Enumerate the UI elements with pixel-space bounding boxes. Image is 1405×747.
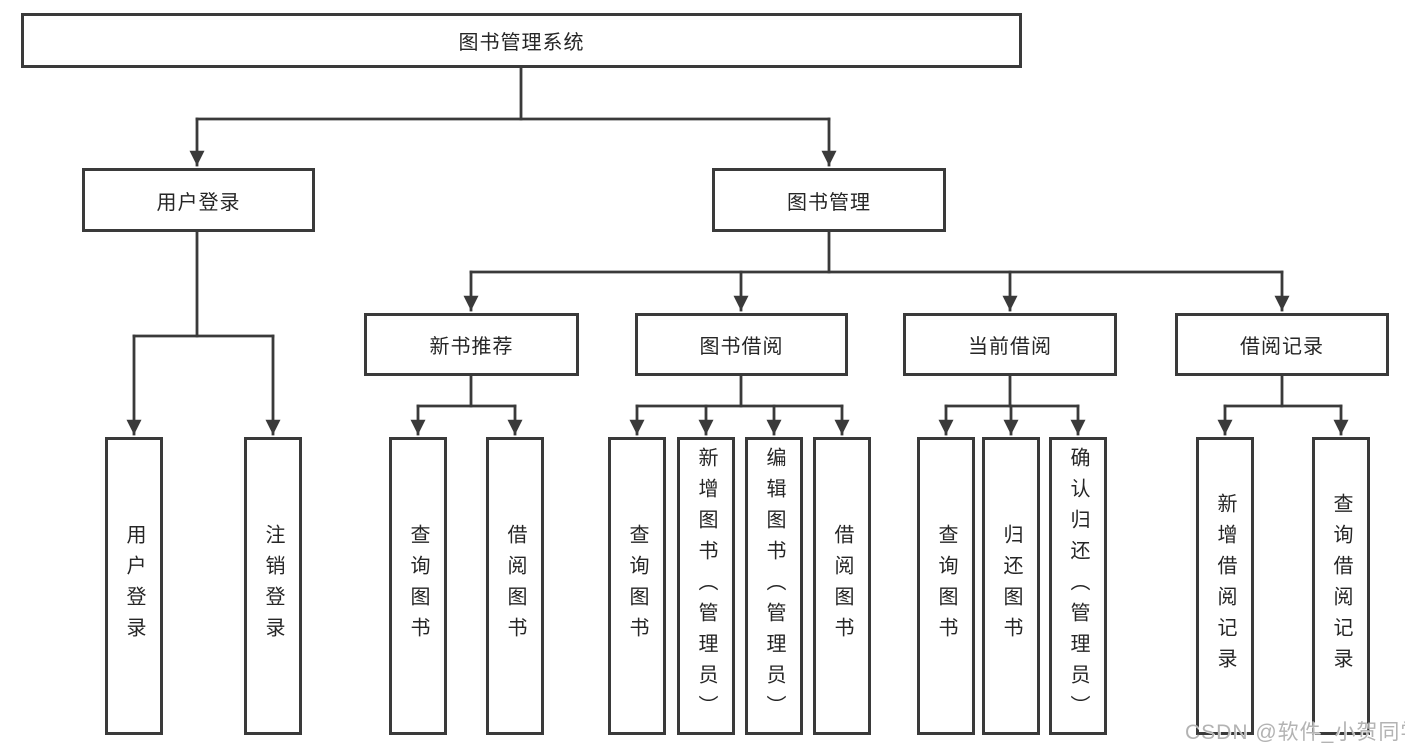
leaf-add-books-admin: 新增图书（管理员） <box>677 437 735 735</box>
leaf-return-books: 归还图书 <box>982 437 1040 735</box>
leaf-logout: 注销登录 <box>244 437 302 735</box>
leaf-borrow-books: 借阅图书 <box>813 437 871 735</box>
leaf-query-books-borrow: 查询图书 <box>608 437 666 735</box>
node-borrowing-records: 借阅记录 <box>1175 313 1389 376</box>
node-new-book-recommendation: 新书推荐 <box>364 313 579 376</box>
leaf-borrow-books-recommend: 借阅图书 <box>486 437 544 735</box>
leaf-query-books-recommend: 查询图书 <box>389 437 447 735</box>
node-current-borrowing: 当前借阅 <box>903 313 1117 376</box>
leaf-query-books-current: 查询图书 <box>917 437 975 735</box>
node-book-management: 图书管理 <box>712 168 946 232</box>
node-user-login: 用户登录 <box>82 168 315 232</box>
leaf-edit-books-admin: 编辑图书（管理员） <box>745 437 803 735</box>
node-book-borrowing: 图书借阅 <box>635 313 848 376</box>
csdn-watermark: CSDN @软件_小贺同学 <box>1185 721 1405 744</box>
leaf-user-login: 用户登录 <box>105 437 163 735</box>
leaf-query-borrow-record: 查询借阅记录 <box>1312 437 1370 735</box>
node-root-library-system: 图书管理系统 <box>21 13 1022 68</box>
leaf-add-borrow-record: 新增借阅记录 <box>1196 437 1254 735</box>
leaf-confirm-return-admin: 确认归还（管理员） <box>1049 437 1107 735</box>
